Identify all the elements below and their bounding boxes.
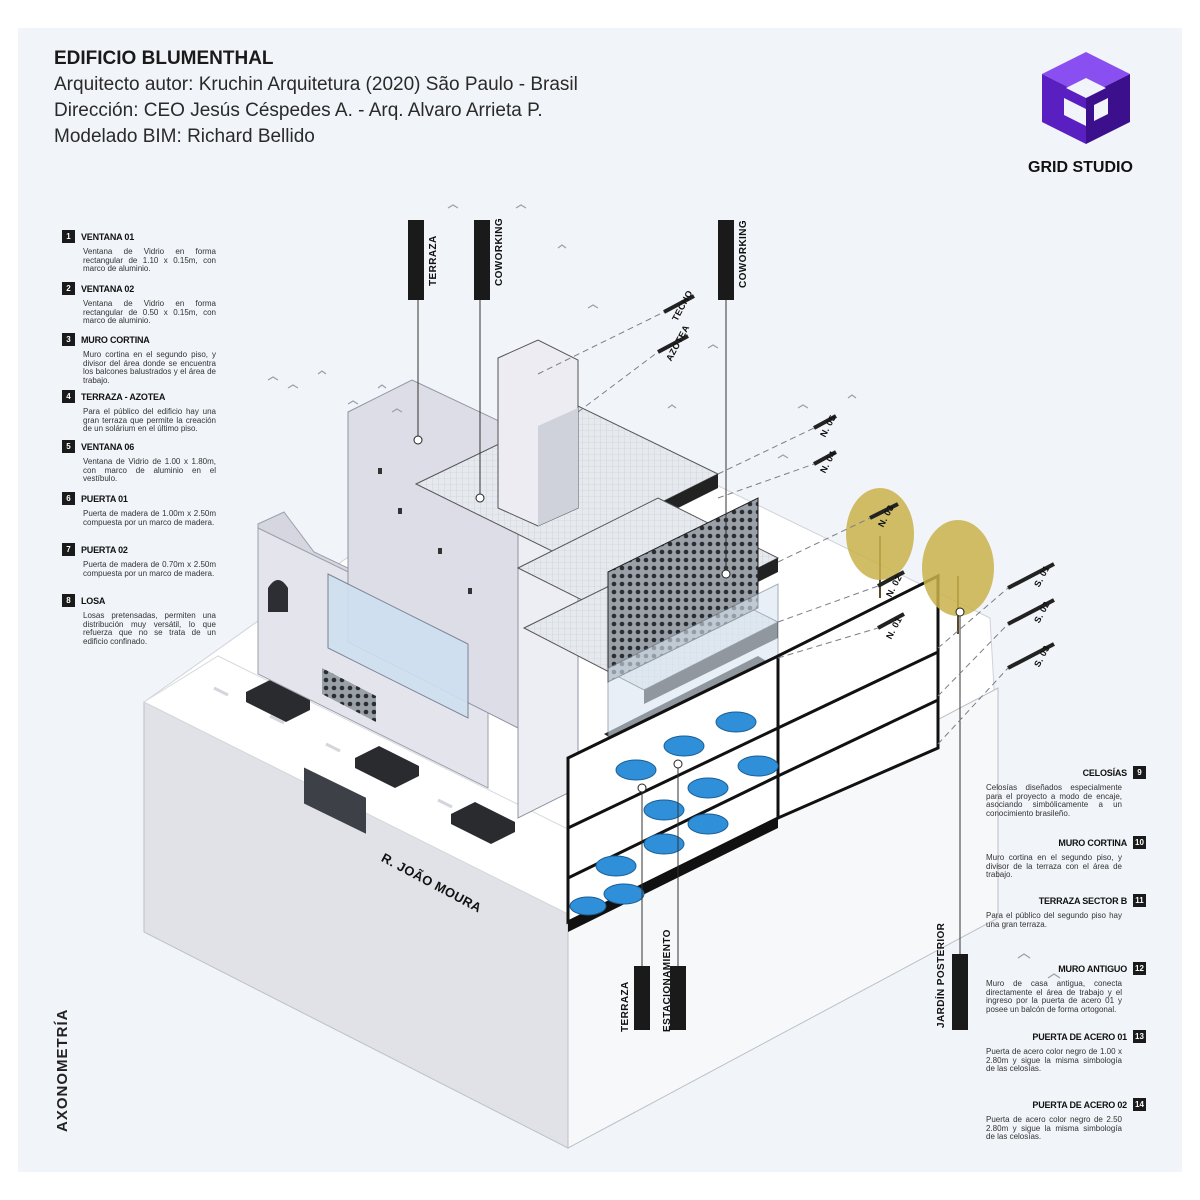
leader-dots — [413, 435, 965, 793]
legend-text: Ventana de Vidrio en forma rectangular d… — [83, 299, 216, 325]
legend-title: PUERTA DE ACERO 02 — [1032, 1099, 1127, 1110]
level-ticks — [657, 294, 1055, 670]
legend-title: PUERTA 01 — [81, 493, 128, 504]
legend-text: Puerta de madera de 1.00m x 2.50m compue… — [83, 509, 216, 527]
garden-trees — [846, 488, 994, 634]
axonometric-drawing — [142, 204, 1061, 1149]
view-label: AXONOMETRÍA — [54, 1008, 71, 1133]
legend-item-6: 6 PUERTA 01 Puerta de madera de 1.00m x 2… — [62, 490, 222, 527]
legend-item-13: PUERTA DE ACERO 01 13 Puerta de acero col… — [986, 1028, 1146, 1074]
sheet: EDIFICIO BLUMENTHAL Arquitecto autor: Kr… — [18, 28, 1182, 1172]
legend-text: Losas pretensadas, permiten una distribu… — [83, 611, 216, 646]
level-dashes — [537, 311, 1009, 745]
birds — [267, 204, 1061, 979]
legend-text: Puerta de acero color negro de 2.50 2.80… — [986, 1115, 1122, 1141]
legend-num: 8 — [62, 594, 75, 608]
legend-title: MURO CORTINA — [81, 334, 150, 345]
legend-title: VENTANA 06 — [81, 441, 135, 452]
legend-num: 11 — [1133, 894, 1146, 908]
parking-cars — [569, 711, 779, 916]
legend-title: TERRAZA SECTOR B — [1038, 895, 1128, 906]
legend-text: Puerta de madera de 0.70m x 2.50m compue… — [83, 560, 216, 578]
legend-item-11: TERRAZA SECTOR B 11 Para el público del s… — [986, 892, 1146, 929]
leader-bars — [408, 220, 968, 1030]
legend-item-4: 4 TERRAZA - AZOTEA Para el público del ed… — [62, 388, 222, 434]
zone-label-terraza-bottom: TERRAZA — [620, 981, 631, 1032]
legend-item-3: 3 MURO CORTINA Muro cortina en el segundo… — [62, 331, 222, 385]
legend-title: LOSA — [81, 595, 106, 606]
legend-num: 9 — [1133, 766, 1146, 780]
legend-num: 14 — [1133, 1098, 1146, 1112]
legend-num: 4 — [62, 390, 75, 404]
legend-title: TERRAZA - AZOTEA — [81, 391, 166, 402]
legend-item-5: 5 VENTANA 06 Ventana de Vidrio de 1.00 x … — [62, 438, 222, 484]
author-line: Arquitecto autor: Kruchin Arquitetura (2… — [54, 74, 578, 95]
street-cars — [246, 680, 515, 844]
legend-num: 5 — [62, 440, 75, 454]
legend-title: MURO ANTIGUO — [1058, 963, 1127, 974]
logo-text: GRID STUDIO — [1028, 159, 1133, 176]
legend-text: Ventana de Vidrio en forma rectangular d… — [83, 247, 216, 273]
legend-item-7: 7 PUERTA 02 Puerta de madera de 0.70m x 2… — [62, 541, 222, 578]
legend-item-8: 8 LOSA Losas pretensadas, permiten una di… — [62, 592, 222, 646]
legend-item-2: 2 VENTANA 02 Ventana de Vidrio en forma r… — [62, 280, 222, 326]
legend-text: Muro de casa antigua, conecta directamen… — [986, 979, 1122, 1014]
legend-title: CELOSÍAS — [1082, 767, 1128, 778]
legend-num: 10 — [1133, 836, 1146, 850]
legend-item-12: MURO ANTIGUO 12 Muro de casa antigua, con… — [986, 960, 1146, 1014]
legend-text: Para el público del edificio hay una gra… — [83, 407, 216, 433]
legend-num: 6 — [62, 492, 75, 506]
legend-text: Muro cortina en el segundo piso, y divis… — [83, 350, 216, 385]
legend-num: 13 — [1133, 1030, 1146, 1044]
legend-item-14: PUERTA DE ACERO 02 14 Puerta de acero col… — [986, 1096, 1146, 1142]
legend-title: PUERTA DE ACERO 01 — [1032, 1031, 1127, 1042]
legend-title: MURO CORTINA — [1058, 837, 1127, 848]
legend-text: Para el público del segundo piso hay una… — [986, 911, 1122, 929]
legend-num: 3 — [62, 333, 75, 347]
legend-item-1: 1 VENTANA 01 Ventana de Vidrio en forma r… — [62, 228, 222, 274]
legend-title: VENTANA 01 — [81, 231, 135, 242]
legend-num: 1 — [62, 230, 75, 244]
zone-label-estacionamiento: ESTACIONAMIENTO — [662, 929, 673, 1032]
bim-line: Modelado BIM: Richard Bellido — [54, 126, 315, 147]
legend-num: 2 — [62, 282, 75, 296]
grid-studio-cube-logo-icon — [1042, 52, 1130, 144]
legend-text: Ventana de Vidrio de 1.00 x 1.80m, con m… — [83, 457, 216, 483]
legend-text: Puerta de acero color negro de 1.00 x 2.… — [986, 1047, 1122, 1073]
legend-item-9: CELOSÍAS 9 Celosías diseñados especialmen… — [986, 764, 1146, 818]
legend-text: Muro cortina en el segundo piso, y divis… — [986, 853, 1122, 879]
legend-title: PUERTA 02 — [81, 544, 128, 555]
page-title: EDIFICIO BLUMENTHAL — [54, 48, 274, 69]
zone-label-jardin: JARDÍN POSTERIOR — [936, 922, 947, 1028]
zone-label-terraza-top: TERRAZA — [428, 235, 439, 286]
zone-label-coworking-right: COWORKING — [738, 219, 749, 288]
legend-item-10: MURO CORTINA 10 Muro cortina en el segund… — [986, 834, 1146, 880]
legend-text: Celosías diseñados especialmente para el… — [986, 783, 1122, 818]
zone-label-coworking-top: COWORKING — [494, 217, 505, 286]
direction-line: Dirección: CEO Jesús Céspedes A. - Arq. … — [54, 100, 543, 121]
legend-title: VENTANA 02 — [81, 283, 135, 294]
legend-num: 12 — [1133, 962, 1146, 976]
legend-num: 7 — [62, 543, 75, 557]
